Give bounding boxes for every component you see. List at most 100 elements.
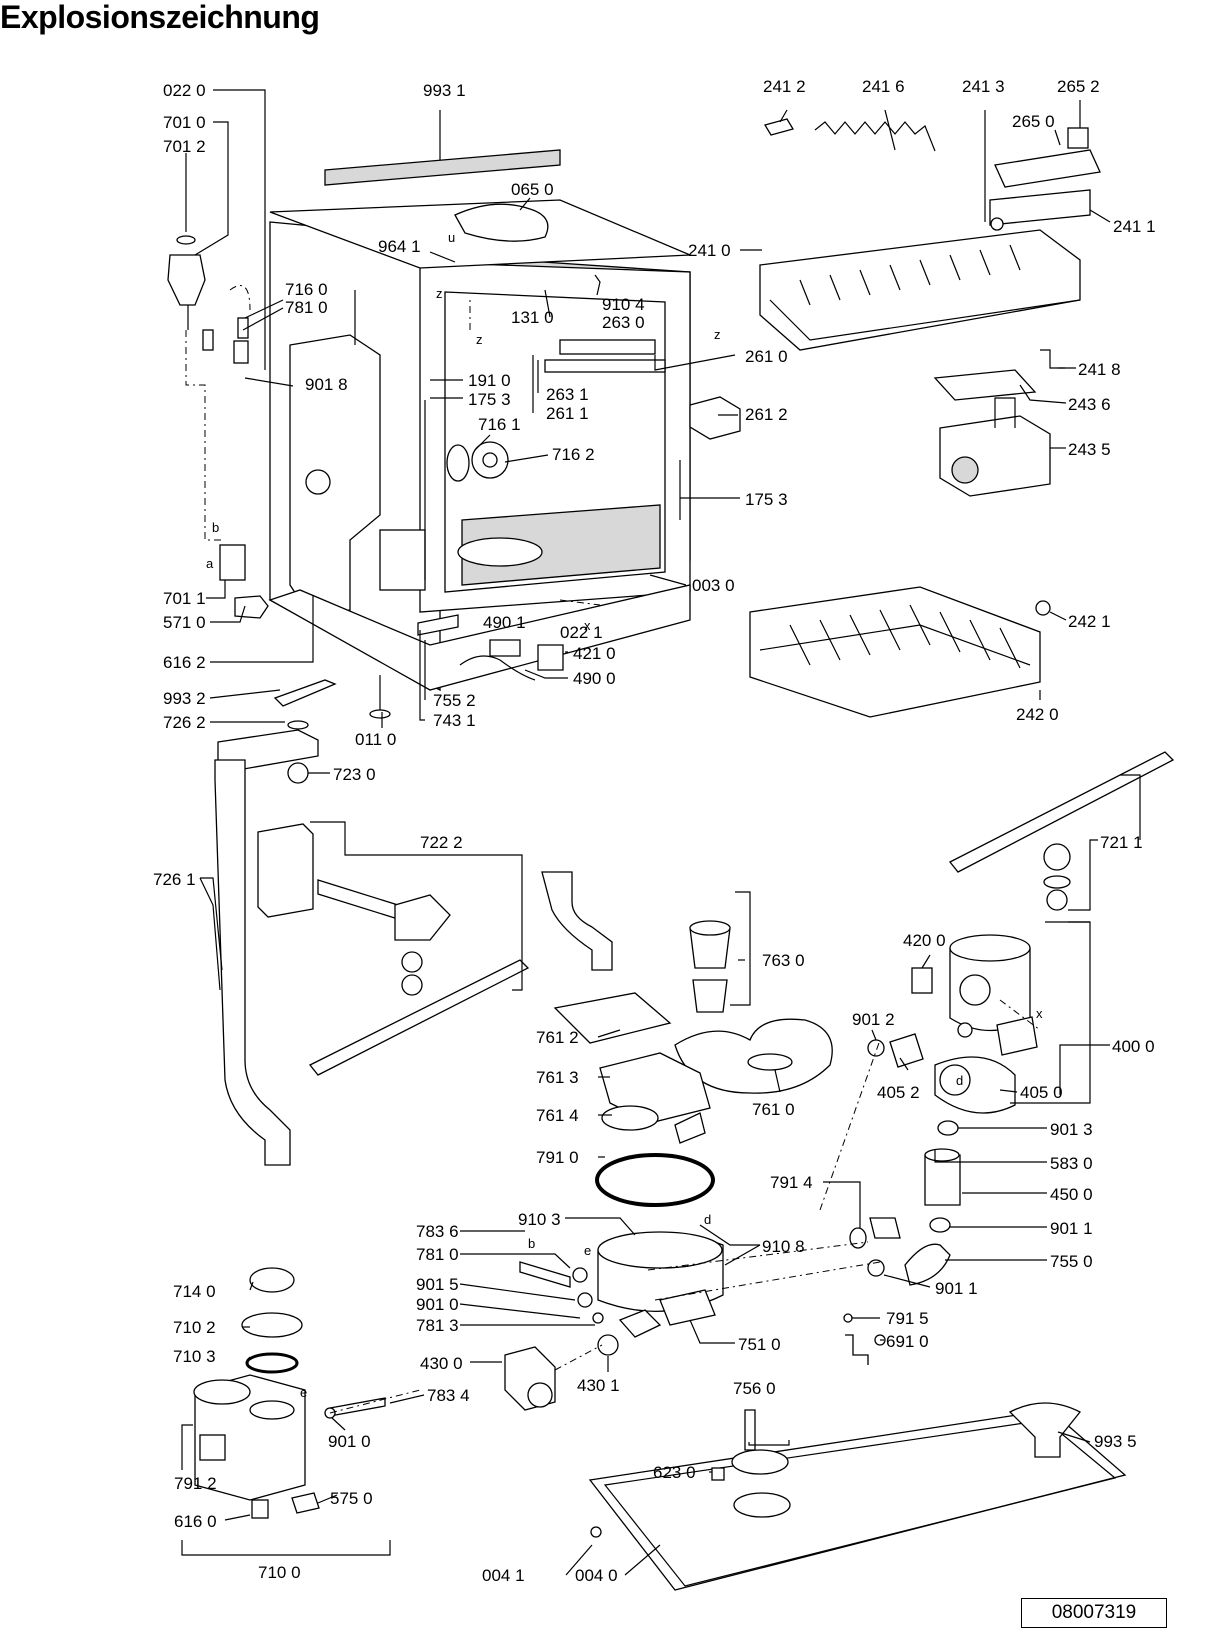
- part-label-616-0: 616 0: [174, 1512, 217, 1531]
- salt-container-cap: [249, 1267, 295, 1293]
- sump-flap: [674, 1112, 706, 1144]
- salt-cap-gasket: [245, 1352, 299, 1374]
- part-label-191-0: 191 0: [468, 371, 511, 390]
- part-label-783-4: 783 4: [427, 1386, 470, 1405]
- part-label-755-0: 755 0: [1050, 1252, 1093, 1271]
- pump-motor-top: [949, 934, 1031, 962]
- part-label-242-1: 242 1: [1068, 612, 1111, 631]
- ntc-sensor: [845, 1334, 869, 1365]
- part-label-022-1: 022 1: [560, 623, 603, 642]
- part-label-710-0: 710 0: [258, 1563, 301, 1582]
- connector-letter-x-1: x: [584, 618, 591, 633]
- part-label-901-8: 901 8: [305, 375, 348, 394]
- connector-letter-e-2: e: [300, 1385, 307, 1400]
- pump-inlet-hose: [889, 1033, 924, 1068]
- door-hinge-plate: [379, 529, 426, 591]
- heater-element-top: [924, 1148, 960, 1162]
- spray-arm-ring: [1043, 875, 1071, 889]
- upper-basket-tines: [799, 244, 1021, 306]
- part-label-783-6: 783 6: [416, 1222, 459, 1241]
- part-label-263-1: 263 1: [546, 385, 589, 404]
- safety-valve-cap: [176, 235, 196, 245]
- softener-top: [193, 1379, 251, 1405]
- connector-letter-b-2: b: [528, 1236, 535, 1251]
- lower-spray-arm: [308, 959, 530, 1076]
- part-label-405-2: 405 2: [877, 1083, 920, 1102]
- spray-arm-bearing-b: [401, 974, 423, 996]
- part-label-756-0: 756 0: [733, 1379, 776, 1398]
- part-label-791-2: 791 2: [174, 1474, 217, 1493]
- part-label-901-1-a: 901 1: [1050, 1219, 1093, 1238]
- spray-arm-bearing-inner: [482, 452, 498, 468]
- part-label-761-2: 761 2: [536, 1028, 579, 1047]
- water-inlet-valve: [234, 595, 269, 619]
- part-label-261-0: 261 0: [745, 347, 788, 366]
- upper-spray-arm: [948, 751, 1175, 873]
- page-title: Explosionszeichnung: [0, 0, 320, 35]
- part-label-901-5: 901 5: [416, 1275, 459, 1294]
- part-label-701-1: 701 1: [163, 589, 206, 608]
- part-label-065-0: 065 0: [511, 180, 554, 199]
- upper-basket: [759, 229, 1081, 351]
- part-label-763-0: 763 0: [762, 951, 805, 970]
- salt-cap-ring: [241, 1312, 303, 1338]
- float: [733, 1492, 791, 1518]
- float-switch-disc: [731, 1449, 789, 1475]
- suppression-filter: [537, 644, 564, 671]
- part-label-490-1: 490 1: [483, 613, 526, 632]
- part-label-420-0: 420 0: [903, 931, 946, 950]
- spring-right: [237, 317, 249, 339]
- part-label-003-0: 003 0: [692, 576, 735, 595]
- basket-clip: [764, 118, 794, 136]
- coarse-filter-top: [689, 920, 731, 936]
- softener-valve: [291, 1492, 320, 1514]
- part-label-781-3: 781 3: [416, 1316, 459, 1335]
- cutlery-basket-handle: [994, 397, 1016, 428]
- drawing-number: 08007319: [1021, 1598, 1167, 1628]
- part-label-791-0: 791 0: [536, 1148, 579, 1167]
- part-label-761-3: 761 3: [536, 1068, 579, 1087]
- part-label-571-0: 571 0: [163, 613, 206, 632]
- sump-gasket: [595, 1153, 715, 1207]
- part-label-241-1: 241 1: [1113, 217, 1156, 236]
- lower-basket-lower-tier: [759, 624, 1031, 666]
- basket-rack-front: [769, 299, 1081, 341]
- basket-hook: [1040, 349, 1065, 369]
- part-label-723-0: 723 0: [333, 765, 376, 784]
- part-label-241-8: 241 8: [1078, 360, 1121, 379]
- part-label-714-0: 714 0: [173, 1282, 216, 1301]
- part-label-701-2: 701 2: [163, 137, 206, 156]
- hose-clamp-c: [849, 1227, 867, 1249]
- cup-rack-clip: [1067, 127, 1089, 149]
- part-label-241-2: 241 2: [763, 77, 806, 96]
- part-label-430-1: 430 1: [577, 1376, 620, 1395]
- sump-outlet: [659, 1289, 716, 1326]
- part-label-901-1-b: 901 1: [935, 1279, 978, 1298]
- part-label-901-0-b: 901 0: [328, 1432, 371, 1451]
- supply-tube: [541, 871, 613, 971]
- heater-clamp-top: [937, 1120, 959, 1136]
- pump-impeller: [959, 974, 991, 1006]
- part-label-400-0: 400 0: [1112, 1037, 1155, 1056]
- pipe-manifold: [257, 823, 314, 918]
- cup-rack-holder: [989, 189, 1091, 226]
- door-spring-clip: [417, 614, 459, 636]
- softener-microswitch: [251, 1499, 269, 1519]
- part-label-721-1: 721 1: [1100, 833, 1143, 852]
- part-label-716-2: 716 2: [552, 445, 595, 464]
- hose-clamp-d: [867, 1259, 885, 1277]
- mains-cable: [459, 655, 536, 681]
- o-ring-small: [843, 1313, 853, 1323]
- part-label-781-0-top: 781 0: [285, 298, 328, 317]
- spray-arm-nut: [287, 762, 309, 784]
- part-label-901-2: 901 2: [852, 1010, 895, 1029]
- cup-rack: [994, 149, 1101, 188]
- part-label-405-0: 405 0: [1020, 1083, 1063, 1102]
- drain-hose-elbow: [904, 1243, 951, 1286]
- spray-arm-hub: [394, 894, 451, 941]
- part-label-751-0: 751 0: [738, 1335, 781, 1354]
- part-label-265-2: 265 2: [1057, 77, 1100, 96]
- part-label-616-2: 616 2: [163, 653, 206, 672]
- part-label-964-1: 964 1: [378, 237, 421, 256]
- terminal-block: [219, 544, 246, 581]
